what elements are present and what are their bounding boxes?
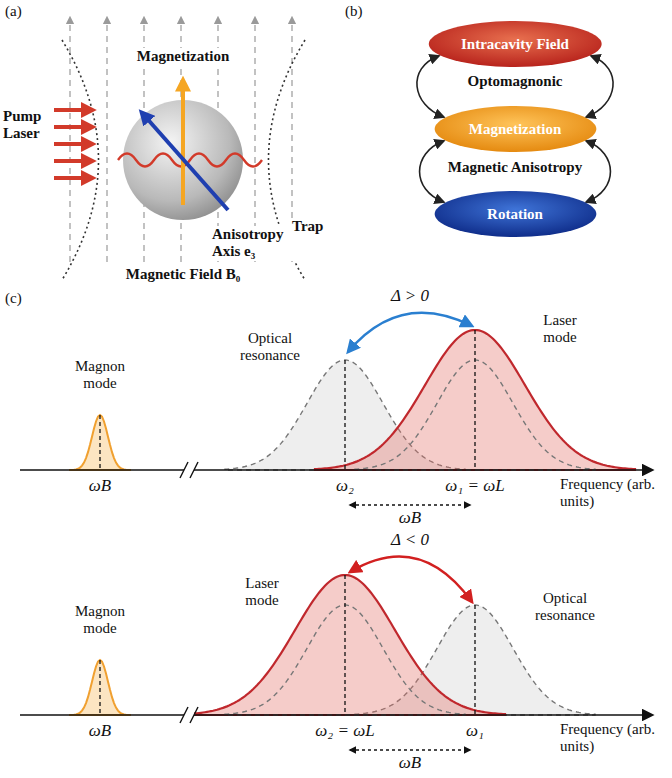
panel-letter: (c) <box>5 290 22 307</box>
resonance-label: Optical resonance <box>520 590 610 625</box>
field-ellipse: Intracavity Field <box>427 20 603 68</box>
frequency-tick: ω₁ <box>466 721 484 741</box>
pump-arrows <box>54 110 84 178</box>
frequency-tick: ωB <box>89 476 111 496</box>
spectrum-top <box>20 313 652 505</box>
magnon-label: Magnon mode <box>69 603 131 638</box>
node-label: Rotation <box>487 206 543 223</box>
magnon-label: Magnon mode <box>69 358 131 393</box>
coupling-label: Magnetic Anisotropy <box>448 159 582 176</box>
rotation-ellipse: Rotation <box>433 190 598 238</box>
coupling-arrow <box>417 56 444 117</box>
frequency-tick: ωB <box>89 721 111 741</box>
axis-label: Frequency (arb. units) <box>560 721 660 756</box>
detuning-label: Δ < 0 <box>391 530 429 550</box>
panel-letter: (a) <box>5 3 22 20</box>
panel-letter: (b) <box>345 3 363 20</box>
anisotropy-axis-arrow <box>143 114 228 210</box>
resonance-label: Optical resonance <box>230 330 310 365</box>
coupling-arrow <box>420 141 444 202</box>
axis-label: Frequency (arb. units) <box>560 476 660 511</box>
coupling-label: Optomagnonic <box>467 73 562 90</box>
coupling-arrow <box>586 56 613 117</box>
trap-outline <box>62 40 305 280</box>
node-label: Magnetization <box>469 121 561 138</box>
frequency-tick: ω₁ = ωL <box>445 476 504 496</box>
trap-label: Trap <box>290 218 325 235</box>
frequency-tick: ω₂ <box>336 476 354 496</box>
spacing-label: ωB <box>399 753 421 773</box>
field-label: Magnetic Field B₀ <box>126 266 240 283</box>
detuning-label: Δ > 0 <box>391 286 429 306</box>
node-label: Intracavity Field <box>461 36 569 53</box>
laser-label: Laser mode <box>530 312 590 347</box>
magnetization-arrow <box>181 82 185 205</box>
spectrum-bottom <box>20 557 652 750</box>
spacing-label: ωB <box>399 508 421 528</box>
coupling-arrow <box>586 141 610 202</box>
magnetization-label: Magnetization <box>135 48 231 65</box>
frequency-tick: ω₂ = ωL <box>315 721 374 741</box>
magnetization-ellipse: Magnetization <box>433 105 598 153</box>
pump-label: Pump Laser <box>3 108 51 143</box>
laser-label: Laser mode <box>232 575 292 610</box>
